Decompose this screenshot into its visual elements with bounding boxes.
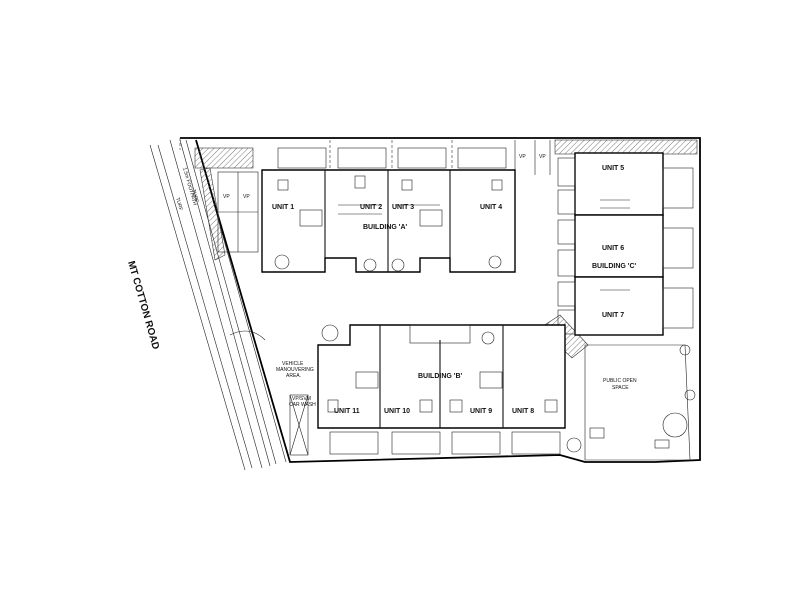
vehicle-area-line3: AREA. bbox=[286, 373, 301, 379]
unit-3-label: UNIT 3 bbox=[392, 204, 414, 211]
visitor-parking-1: VP bbox=[223, 194, 230, 200]
top-parking-bays bbox=[277, 140, 551, 175]
road-name: MT COTTON ROAD bbox=[125, 260, 161, 351]
visitor-parking-2: VP bbox=[243, 194, 250, 200]
visitor-parking-4: VP bbox=[539, 154, 546, 160]
building-c-label: BUILDING 'C' bbox=[592, 263, 636, 270]
carwash-area bbox=[229, 330, 309, 456]
unit-8-label: UNIT 8 bbox=[512, 408, 534, 415]
unit-6-label: UNIT 6 bbox=[602, 245, 624, 252]
public-space-line1: PUBLIC OPEN bbox=[603, 378, 637, 384]
building-a-label: BUILDING 'A' bbox=[363, 224, 407, 231]
building-b bbox=[317, 324, 566, 429]
left-parking-bays bbox=[217, 171, 259, 253]
unit-7-label: UNIT 7 bbox=[602, 312, 624, 319]
site-boundary bbox=[179, 137, 701, 463]
unit-4-label: UNIT 4 bbox=[480, 204, 502, 211]
vehicle-area-line1: VEHICLE bbox=[282, 361, 304, 367]
unit-1-label: UNIT 1 bbox=[272, 204, 294, 211]
unit-2-label: UNIT 2 bbox=[360, 204, 382, 211]
kerb-label-b: TURF bbox=[190, 189, 199, 203]
visitor-parking-3: VP bbox=[519, 154, 526, 160]
bottom-parking-bays bbox=[329, 431, 561, 455]
unit-10-label: UNIT 10 bbox=[384, 408, 410, 415]
unit-11-label: UNIT 11 bbox=[334, 408, 360, 415]
building-c bbox=[557, 152, 694, 336]
building-b-label: BUILDING 'B' bbox=[418, 373, 462, 380]
kerb-label-a: TURF bbox=[174, 197, 183, 211]
unit-9-label: UNIT 9 bbox=[470, 408, 492, 415]
public-space-line2: SPACE bbox=[612, 385, 629, 391]
vehicle-area-line2: MANOUVERING bbox=[276, 367, 314, 373]
unit-5-label: UNIT 5 bbox=[602, 165, 624, 172]
carwash-line2: CAR WASH bbox=[289, 402, 316, 408]
public-open-space bbox=[566, 344, 696, 461]
carwash-line1: VP/SVM bbox=[292, 396, 311, 402]
building-a bbox=[261, 169, 516, 273]
